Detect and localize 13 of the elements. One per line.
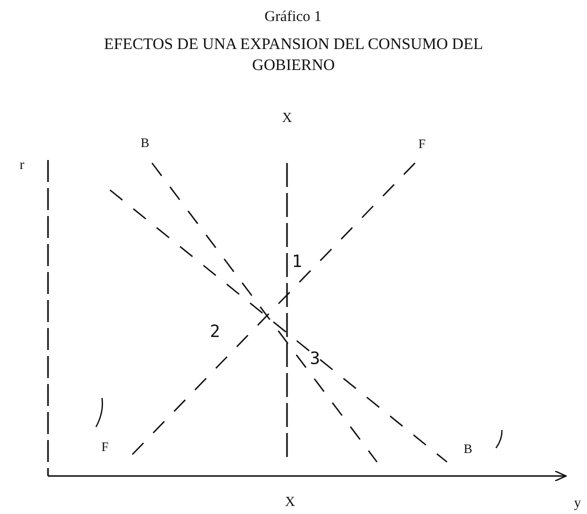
axis-label: X <box>284 496 296 510</box>
axis-label: r <box>20 159 24 173</box>
curve-label: F <box>101 440 109 453</box>
point-label: 1 <box>292 254 302 271</box>
curve-label: B <box>464 442 472 455</box>
curve-label: B <box>140 136 150 149</box>
chart-title: EFECTOS DE UNA EXPANSION DEL CONSUMO DEL GOBIERNO <box>103 35 484 76</box>
axis-label: X <box>282 112 292 126</box>
point-label: 3 <box>310 351 320 368</box>
axis-label: y <box>574 497 581 511</box>
point-label: 2 <box>210 324 220 341</box>
curve-label: F <box>418 137 426 150</box>
figure-number: Gráfico 1 <box>264 10 322 25</box>
